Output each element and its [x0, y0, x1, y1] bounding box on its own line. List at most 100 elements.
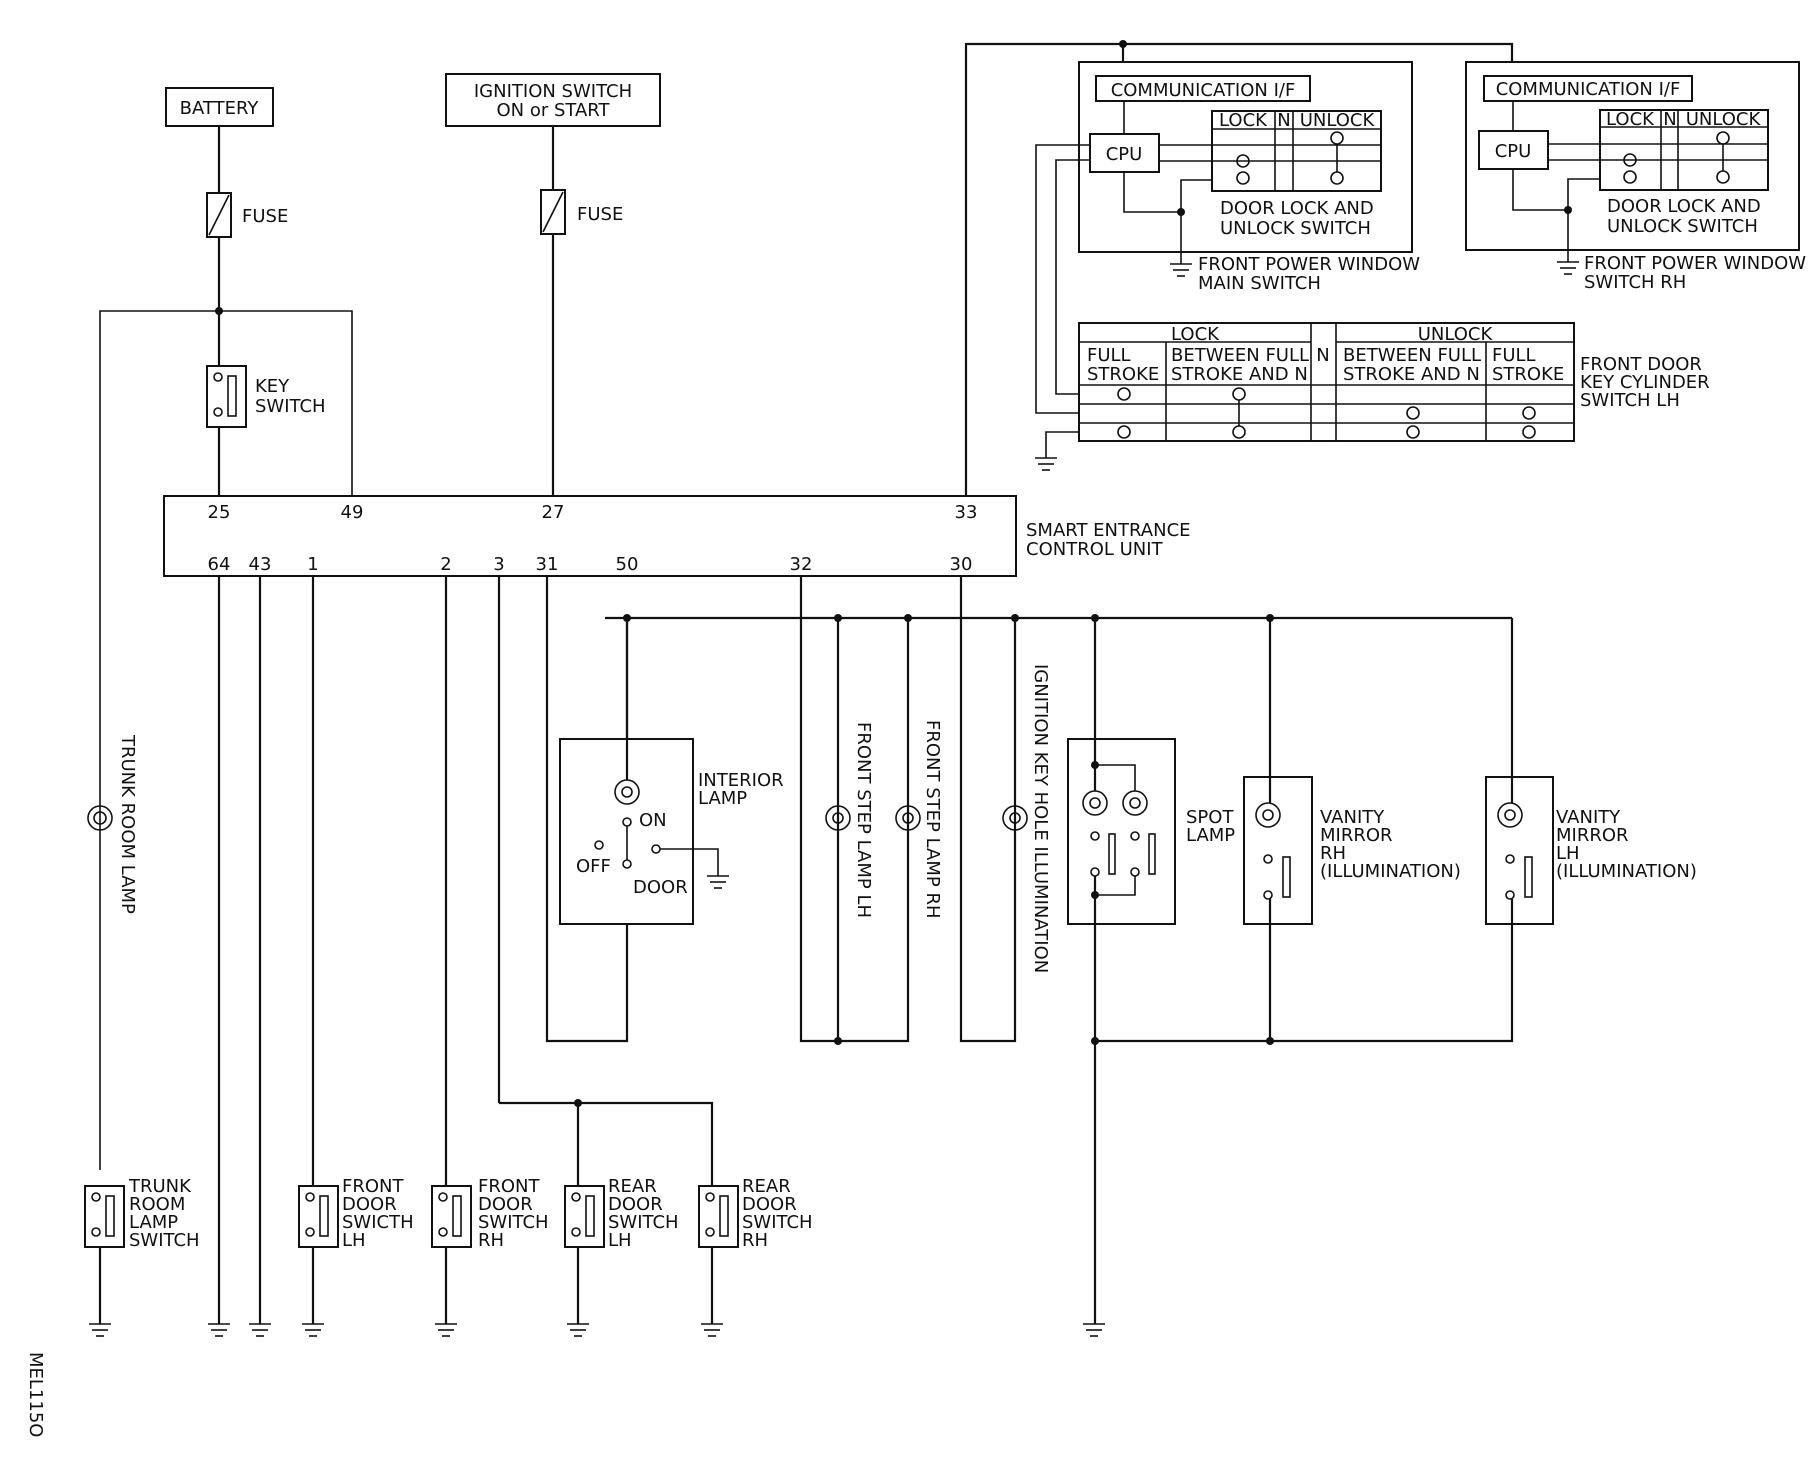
fd-lh-label-1: FRONT [342, 1176, 404, 1197]
kc-full-lock-2: STROKE [1087, 364, 1159, 385]
ground-icon [1035, 457, 1057, 471]
ground-icon [89, 1323, 111, 1337]
vanity-lh-label-1: VANITY [1556, 807, 1621, 828]
battery-fuse-label: FUSE [242, 206, 288, 227]
pw-rh-label-2: SWITCH RH [1584, 272, 1686, 293]
trunk-room-lamp [87, 805, 113, 831]
pin-64: 64 [208, 554, 231, 575]
trunk-sw-label-3: LAMP [129, 1212, 178, 1233]
key-cylinder-switch: LOCK N UNLOCK FULL STROKE BETWEEN FULL S… [1078, 322, 1575, 442]
kc-lock-label: LOCK [1171, 324, 1220, 345]
ignition-switch-label-1: IGNITION SWITCH [474, 81, 632, 102]
front-door-switch-rh [431, 1185, 472, 1248]
power-window-rh-switch: COMMUNICATION I/F CPU LOCK N UNLOCK DOOR… [1465, 61, 1800, 251]
vanity-lh-label-2: MIRROR [1556, 825, 1629, 846]
front-step-lamp-rh [895, 805, 921, 831]
pin-50: 50 [616, 554, 639, 575]
lock-label-rh: LOCK [1606, 109, 1655, 130]
vanity-rh-label-1: VANITY [1320, 807, 1385, 828]
fd-lh-label-3: SWICTH [342, 1212, 414, 1233]
rd-lh-label-1: REAR [608, 1176, 657, 1197]
key-switch [206, 365, 247, 428]
n-label-rh: N [1663, 109, 1676, 130]
ground-icon [249, 1323, 271, 1337]
ground-icon [1557, 261, 1579, 275]
pw-main-label-2: MAIN SWITCH [1198, 273, 1321, 294]
trunk-sw-label-4: SWITCH [129, 1230, 200, 1251]
interior-lamp-label-2: LAMP [698, 788, 747, 809]
kc-between-lock-2: STROKE AND N [1171, 364, 1308, 385]
fd-rh-label-4: RH [478, 1230, 504, 1251]
door-lock-rh-label-2: UNLOCK SWITCH [1607, 216, 1758, 237]
ignition-switch-block: IGNITION SWITCH ON or START [445, 73, 661, 127]
off-label: OFF [576, 856, 611, 877]
power-window-main-switch: COMMUNICATION I/F CPU LOCK N UNLOCK DOOR… [1078, 61, 1413, 253]
door-lock-main-label-2: UNLOCK SWITCH [1220, 218, 1371, 239]
comm-if-label-rh: COMMUNICATION I/F [1496, 79, 1681, 100]
front-step-lamp-lh [825, 805, 851, 831]
on-label: ON [639, 810, 667, 831]
ign-keyhole-label: IGNITION KEY HOLE ILLUMINATION [1030, 664, 1051, 973]
pin-31: 31 [536, 554, 559, 575]
vanity-mirror-rh [1243, 776, 1313, 925]
cpu-label-rh: CPU [1495, 141, 1532, 162]
kc-between-unlock-1: BETWEEN FULL [1343, 345, 1481, 366]
key-cyl-label-1: FRONT DOOR [1580, 354, 1702, 375]
pin-27: 27 [542, 502, 565, 523]
rear-door-switch-rh [698, 1185, 739, 1248]
battery-block: BATTERY [165, 87, 274, 127]
kc-n-label: N [1316, 345, 1329, 366]
ground-icon [435, 1323, 457, 1337]
control-unit-label-1: SMART ENTRANCE [1026, 520, 1191, 541]
ground-icon [1170, 263, 1192, 277]
pin-49: 49 [341, 502, 364, 523]
pw-rh-label-1: FRONT POWER WINDOW [1584, 253, 1806, 274]
key-cyl-label-2: KEY CYLINDER [1580, 372, 1710, 393]
ground-icon [567, 1323, 589, 1337]
rd-rh-label-2: DOOR [742, 1194, 797, 1215]
lock-label-main: LOCK [1219, 110, 1268, 131]
spot-lamp-label-1: SPOT [1186, 807, 1234, 828]
front-door-switch-lh [298, 1185, 339, 1248]
rd-rh-label-4: RH [742, 1230, 768, 1251]
fd-rh-label-2: DOOR [478, 1194, 533, 1215]
rd-lh-label-2: DOOR [608, 1194, 663, 1215]
rear-door-switch-lh [564, 1185, 605, 1248]
ignition-fuse-label: FUSE [577, 204, 623, 225]
door-lock-main-label-1: DOOR LOCK AND [1220, 198, 1374, 219]
kc-full-unlock-2: STROKE [1492, 364, 1564, 385]
pin-30: 30 [950, 554, 973, 575]
trunk-sw-label-2: ROOM [129, 1194, 185, 1215]
cpu-label-main: CPU [1106, 144, 1143, 165]
pin-1: 1 [307, 554, 318, 575]
vanity-rh-label-2: MIRROR [1320, 825, 1393, 846]
pin-32: 32 [790, 554, 813, 575]
unlock-label-main: UNLOCK [1300, 110, 1376, 131]
key-switch-label-2: SWITCH [255, 396, 326, 417]
control-unit-label-2: CONTROL UNIT [1026, 539, 1164, 560]
rd-lh-label-4: LH [608, 1230, 632, 1251]
pin-43: 43 [249, 554, 272, 575]
comm-if-label-main: COMMUNICATION I/F [1111, 80, 1296, 101]
vanity-rh-label-4: (ILLUMINATION) [1320, 861, 1461, 882]
pw-main-label-1: FRONT POWER WINDOW [1198, 254, 1420, 275]
battery-label: BATTERY [180, 98, 260, 119]
rd-lh-label-3: SWITCH [608, 1212, 679, 1233]
rd-rh-label-1: REAR [742, 1176, 791, 1197]
kc-unlock-label: UNLOCK [1418, 324, 1494, 345]
kc-full-unlock-1: FULL [1492, 345, 1536, 366]
ground-icon [1083, 1323, 1105, 1337]
vanity-lh-label-3: LH [1556, 843, 1580, 864]
pin-3: 3 [493, 554, 504, 575]
figure-id: MEL115O [25, 1352, 46, 1437]
fd-lh-label-4: LH [342, 1230, 366, 1251]
ground-icon [208, 1323, 230, 1337]
fd-lh-label-2: DOOR [342, 1194, 397, 1215]
unlock-label-rh: UNLOCK [1686, 109, 1762, 130]
fd-rh-label-3: SWITCH [478, 1212, 549, 1233]
door-lock-rh-label-1: DOOR LOCK AND [1607, 196, 1761, 217]
spot-lamp-label-2: LAMP [1186, 825, 1235, 846]
trunk-room-lamp-switch [84, 1185, 125, 1248]
interior-lamp-label-1: INTERIOR [698, 770, 784, 791]
